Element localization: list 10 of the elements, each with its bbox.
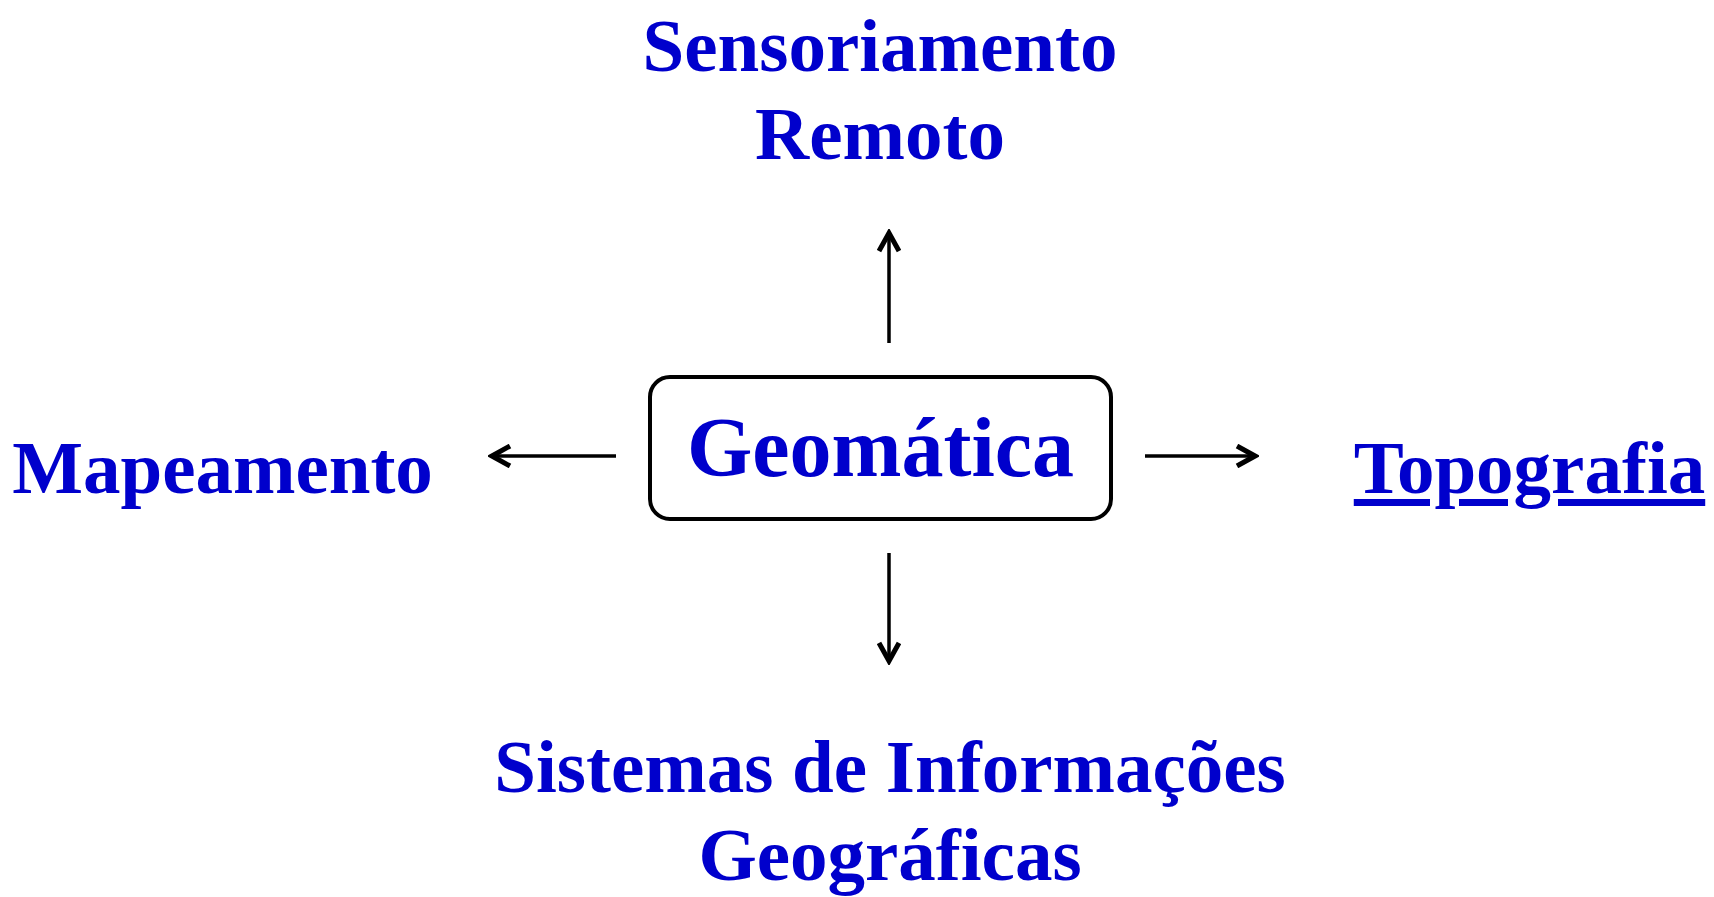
topic-label: Sensoriamento Remoto: [641, 3, 1119, 177]
topic-label: Mapeamento: [12, 425, 433, 511]
arrow: [876, 230, 902, 343]
process-box: [648, 375, 1113, 521]
arrow: [1145, 443, 1258, 469]
arrow: [876, 553, 902, 664]
box-label: Geomática: [686, 404, 1075, 492]
arrow: [489, 443, 616, 469]
topic-label: Sistemas de Informações Geográficas: [493, 724, 1287, 897]
link-text: Topografia: [1353, 425, 1706, 511]
